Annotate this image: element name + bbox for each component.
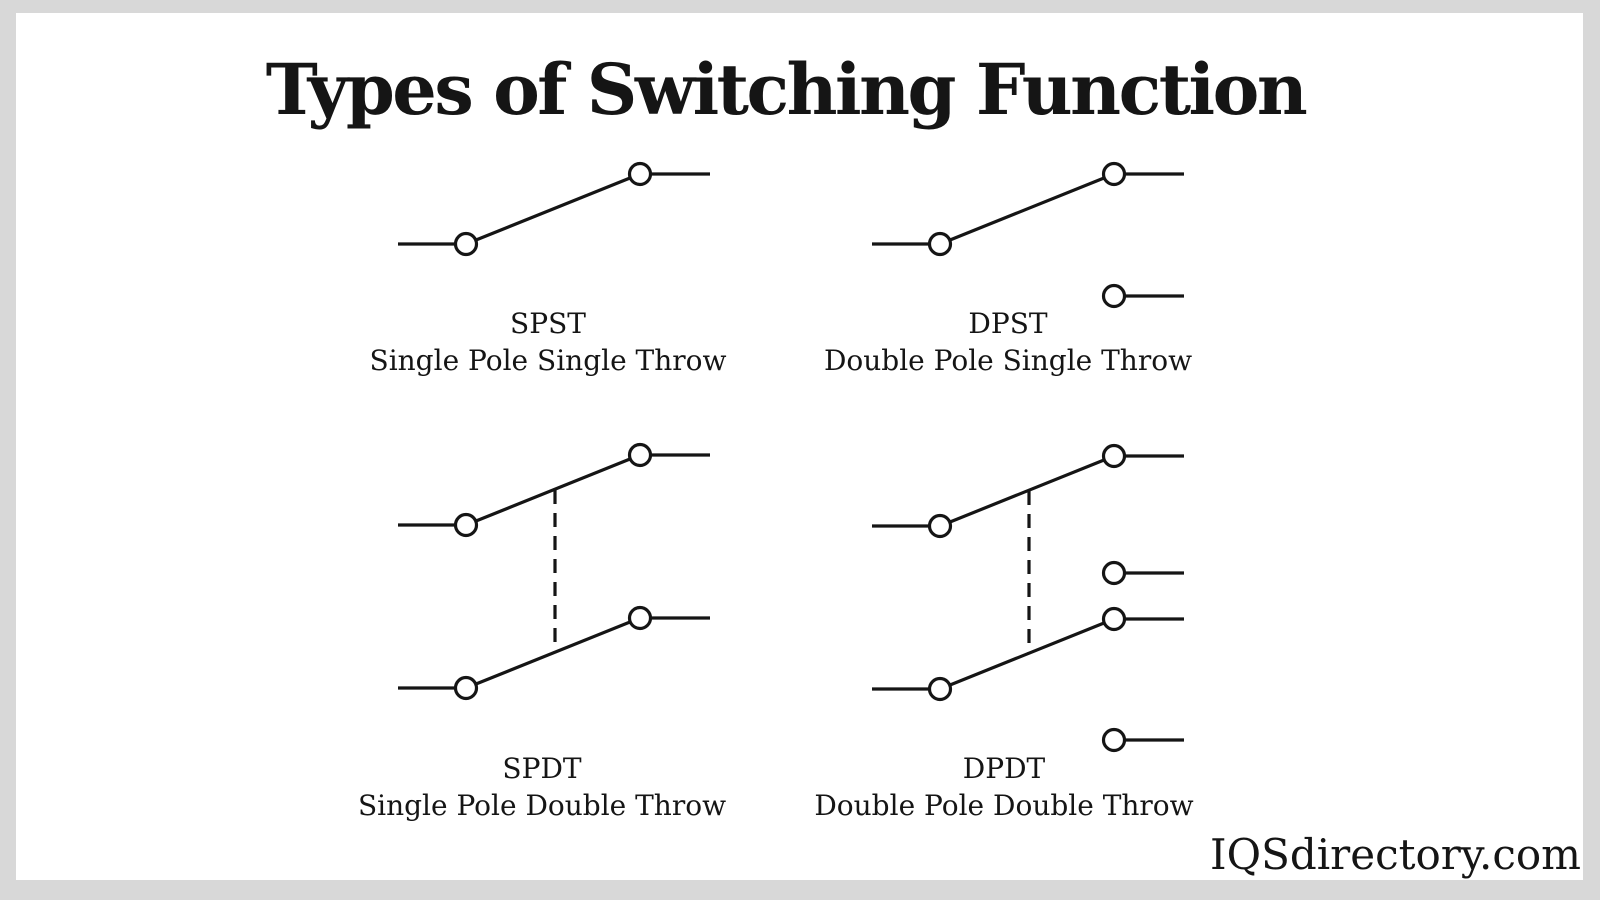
spst-diagram bbox=[398, 161, 710, 257]
content-card: Types of Switching Function bbox=[16, 13, 1583, 880]
dpdt-diagram bbox=[872, 443, 1184, 753]
second-pole-terminal-circle bbox=[453, 675, 479, 701]
second-switch-arm-line bbox=[949, 621, 1105, 687]
second-switch-arm-line bbox=[475, 620, 631, 686]
caption-dpdt-acronym: DPDT bbox=[962, 752, 1046, 785]
second-pole-terminal-circle bbox=[1101, 283, 1127, 309]
spdt-diagram bbox=[398, 442, 710, 701]
pole-terminal-circle bbox=[453, 512, 479, 538]
throw-terminal-circle bbox=[1101, 161, 1127, 187]
throw-terminal-circle bbox=[627, 161, 653, 187]
pole-terminal-circle bbox=[927, 513, 953, 539]
second-throw-terminal-circle bbox=[1101, 606, 1127, 632]
pole-terminal-circle bbox=[453, 231, 479, 257]
dpst-diagram bbox=[872, 161, 1184, 309]
second-alternate-throw-terminal-circle bbox=[1101, 727, 1127, 753]
page-title: Types of Switching Function bbox=[265, 48, 1308, 131]
switch-arm-line bbox=[475, 457, 631, 523]
caption-dpdt: DPDT Double Pole Double Throw bbox=[814, 750, 1194, 824]
second-throw-terminal-circle bbox=[627, 605, 653, 631]
switch-arm-line bbox=[475, 176, 631, 242]
caption-spst-name: Single Pole Single Throw bbox=[369, 344, 727, 377]
switch-arm-line bbox=[949, 458, 1105, 524]
caption-spdt-acronym: SPDT bbox=[502, 752, 582, 785]
caption-spdt: SPDT Single Pole Double Throw bbox=[352, 750, 732, 824]
caption-spst: SPST Single Pole Single Throw bbox=[358, 305, 738, 379]
watermark-text: IQSdirectory.com bbox=[1210, 829, 1581, 879]
throw-terminal-circle bbox=[1101, 443, 1127, 469]
throw-terminal-circle bbox=[627, 442, 653, 468]
caption-dpdt-name: Double Pole Double Throw bbox=[814, 789, 1194, 822]
caption-dpst-name: Double Pole Single Throw bbox=[823, 344, 1193, 377]
switch-arm-line bbox=[949, 176, 1105, 242]
caption-spst-acronym: SPST bbox=[510, 307, 586, 340]
alternate-throw-terminal-circle bbox=[1101, 560, 1127, 586]
caption-spdt-name: Single Pole Double Throw bbox=[357, 789, 727, 822]
caption-dpst-acronym: DPST bbox=[968, 307, 1048, 340]
caption-dpst: DPST Double Pole Single Throw bbox=[818, 305, 1198, 379]
pole-terminal-circle bbox=[927, 231, 953, 257]
second-pole-terminal-circle bbox=[927, 676, 953, 702]
